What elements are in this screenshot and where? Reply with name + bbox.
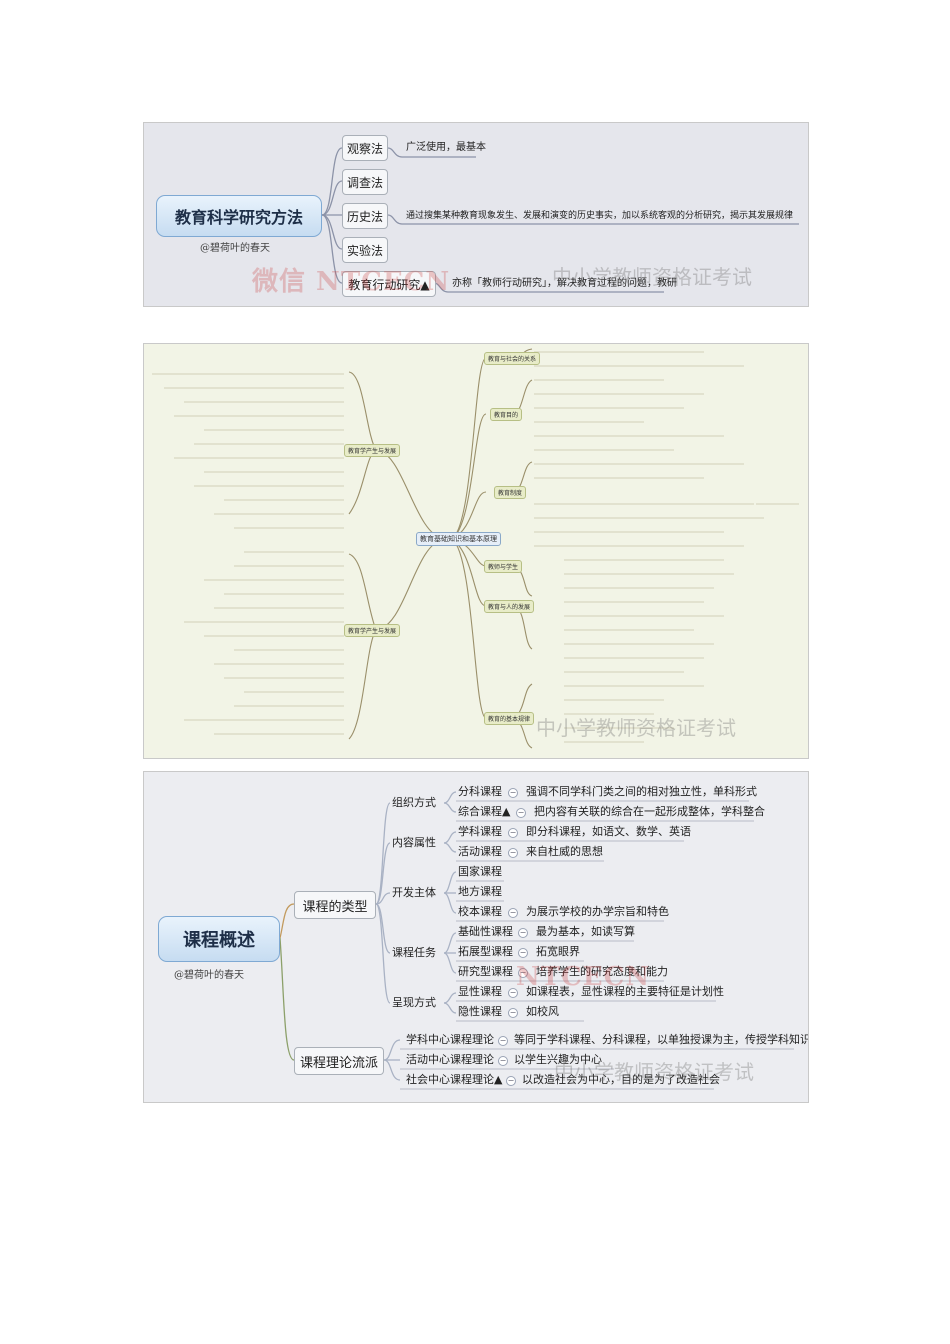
leaf-activity-centered-theory[interactable]: 活动中心课程理论	[406, 1053, 494, 1066]
connector-lines	[321, 147, 799, 293]
note-school-curriculum: 为展示学校的办学宗旨和特色	[526, 905, 669, 918]
watermark-ntcecn: NTCECN	[516, 962, 651, 992]
note-society-centered-theory: 以改造社会为中心，目的是为了改造社会	[522, 1073, 720, 1086]
expand-icon[interactable]: −	[498, 1056, 508, 1066]
watermark-exam: 中小学教师资格证考试	[552, 265, 752, 289]
expand-icon[interactable]: −	[498, 1036, 508, 1046]
branch-history[interactable]: 历史法	[342, 203, 388, 229]
leaf-local-curriculum[interactable]: 地方课程	[458, 885, 502, 898]
leaf-hidden-curriculum[interactable]: 隐性课程	[458, 1005, 502, 1018]
right-branch-1[interactable]: 教育与社会的关系	[484, 352, 541, 365]
branch-observation[interactable]: 观察法	[342, 135, 388, 161]
connector-lines	[279, 791, 794, 1090]
leaf-research-curriculum[interactable]: 研究型课程	[458, 965, 513, 978]
leaf-activity-curriculum[interactable]: 活动课程	[458, 845, 502, 858]
right-branch-5[interactable]: 教育与人的发展	[484, 600, 535, 613]
branch-experiment[interactable]: 实验法	[342, 237, 388, 263]
expand-icon[interactable]: −	[508, 828, 518, 838]
central-topic: 教育基础知识和基本原理	[416, 532, 501, 546]
note-extended-curriculum: 拓宽眼界	[536, 945, 580, 958]
branch-curriculum-types[interactable]: 课程的类型	[294, 891, 376, 919]
leaf-society-centered-theory[interactable]: 社会中心课程理论▲	[406, 1073, 503, 1086]
note-integrated-curriculum: 把内容有关联的综合在一起形成整体，学科整合	[534, 805, 765, 818]
note-discipline-curriculum: 即分科课程，如语文、数学、英语	[526, 825, 691, 838]
note-activity-centered-theory: 以学生兴趣为中心	[514, 1053, 602, 1066]
central-topic: 教育科学研究方法	[156, 195, 322, 237]
sub-curriculum-task[interactable]: 课程任务	[392, 946, 436, 959]
left-branch-2[interactable]: 教育学产生与发展	[344, 624, 401, 637]
left-branch-1[interactable]: 教育学产生与发展	[344, 444, 401, 457]
right-branch-2[interactable]: 教育目的	[490, 408, 523, 421]
leaf-national-curriculum[interactable]: 国家课程	[458, 865, 502, 878]
leaf-integrated-curriculum[interactable]: 综合课程▲	[458, 805, 511, 818]
leaf-extended-curriculum[interactable]: 拓展型课程	[458, 945, 513, 958]
note-basic-curriculum: 最为基本，如读写算	[536, 925, 635, 938]
author-credit: @碧荷叶的春天	[174, 970, 244, 981]
sub-content-attribute[interactable]: 内容属性	[392, 836, 436, 849]
expand-icon[interactable]: −	[518, 948, 528, 958]
sub-presentation-mode[interactable]: 呈现方式	[392, 996, 436, 1009]
expand-icon[interactable]: −	[508, 908, 518, 918]
research-methods-mindmap: 教育科学研究方法 @碧荷叶的春天 观察法 广泛使用，最基本 调查法 历史法 通过…	[143, 122, 809, 307]
central-topic: 课程概述	[158, 916, 280, 962]
expand-icon[interactable]: −	[506, 1076, 516, 1086]
right-branch-6[interactable]: 教育的基本规律	[484, 712, 535, 725]
note-subject-curriculum: 强调不同学科门类之间的相对独立性，单科形式	[526, 785, 757, 798]
note-subject-centered-theory: 等同于学科课程、分科课程，以单独授课为主，传授学科知识	[514, 1033, 809, 1046]
leaf-explicit-curriculum[interactable]: 显性课程	[458, 985, 502, 998]
expand-icon[interactable]: −	[508, 1008, 518, 1018]
note-explicit-curriculum: 如课程表，显性课程的主要特征是计划性	[526, 985, 724, 998]
action-research-note: 亦称「教师行动研究」，解决教育过程的问题，教研	[452, 278, 677, 289]
branch-action-research[interactable]: 教育行动研究▲	[342, 271, 436, 297]
expand-icon[interactable]: −	[508, 848, 518, 858]
leaf-discipline-curriculum[interactable]: 学科课程	[458, 825, 502, 838]
watermark-wechat: 微信 NTCECN	[252, 267, 451, 297]
leaf-subject-centered-theory[interactable]: 学科中心课程理论	[406, 1033, 494, 1046]
branch-survey[interactable]: 调查法	[342, 169, 388, 195]
branch-curriculum-theories[interactable]: 课程理论流派	[294, 1047, 384, 1075]
expand-icon[interactable]: −	[508, 788, 518, 798]
expand-icon[interactable]: −	[518, 928, 528, 938]
education-basics-mindmap: 教育基础知识和基本原理 教育学产生与发展 教育学产生与发展 教育与社会的关系 教…	[143, 343, 809, 759]
curriculum-overview-mindmap: 课程概述 @碧荷叶的春天 课程的类型 课程理论流派 组织方式 内容属性 开发主体…	[143, 771, 809, 1103]
leaf-basic-curriculum[interactable]: 基础性课程	[458, 925, 513, 938]
note-research-curriculum: 培养学生的研究态度和能力	[536, 965, 668, 978]
right-branch-4[interactable]: 教师与学生	[484, 560, 523, 573]
leaf-school-curriculum[interactable]: 校本课程	[458, 905, 502, 918]
note-activity-curriculum: 来自杜威的思想	[526, 845, 603, 858]
connector-lines	[152, 348, 799, 749]
right-branch-3[interactable]: 教育制度	[494, 486, 527, 499]
expand-icon[interactable]: −	[508, 988, 518, 998]
sub-development-subject[interactable]: 开发主体	[392, 886, 436, 899]
watermark-exam: 中小学教师资格证考试	[536, 716, 736, 740]
observation-note: 广泛使用，最基本	[406, 142, 486, 153]
history-note: 通过搜集某种教育现象发生、发展和演变的历史事实，加以系统客观的分析研究，揭示其发…	[406, 211, 794, 221]
expand-icon[interactable]: −	[518, 968, 528, 978]
watermark-exam: 中小学教师资格证考试	[554, 1060, 754, 1084]
note-hidden-curriculum: 如校风	[526, 1005, 559, 1018]
expand-icon[interactable]: −	[516, 808, 526, 818]
author-credit: @碧荷叶的春天	[200, 243, 270, 254]
sub-organization-mode[interactable]: 组织方式	[392, 796, 436, 809]
leaf-subject-curriculum[interactable]: 分科课程	[458, 785, 502, 798]
